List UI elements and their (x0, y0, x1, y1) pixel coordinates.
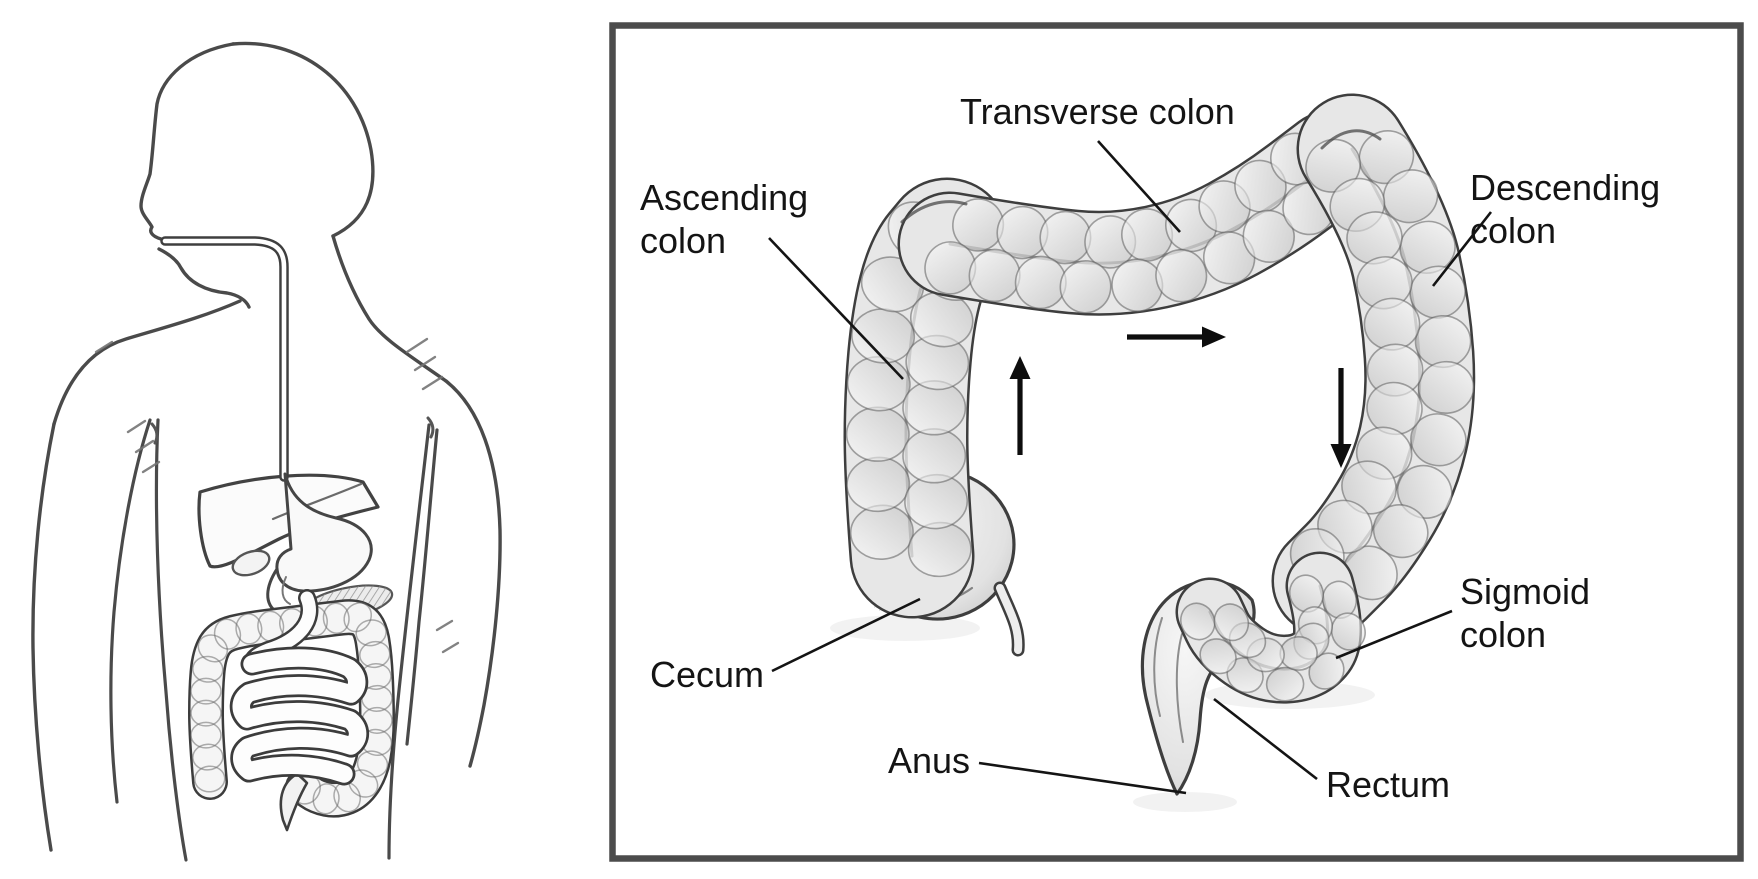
colon-drawing (830, 93, 1476, 812)
label-rectum: Rectum (1326, 764, 1451, 805)
label-ascending-colon: Ascending colon (640, 177, 809, 261)
leader-cecum (771, 597, 921, 673)
descending-colon-drawing (1271, 93, 1476, 637)
child-body-sketch (31, 41, 502, 862)
descending-flow-down-arrow (1330, 368, 1352, 468)
label-transverse-colon: Transverse colon (960, 91, 1235, 132)
small-intestine-sketch (229, 589, 370, 786)
rectum-tail-sketch (279, 772, 309, 832)
leader-ascending-colon (768, 237, 904, 380)
label-descending-colon: Descending colon (1470, 167, 1661, 251)
leader-transverse-colon (1097, 140, 1181, 233)
label-cecum: Cecum (650, 654, 765, 695)
stomach-sketch (275, 472, 373, 593)
label-anus: Anus (888, 740, 971, 781)
leader-rectum (1213, 697, 1318, 781)
panel-border (609, 22, 1744, 862)
transverse-colon-drawing (897, 110, 1383, 316)
ascending-flow-up-arrow (1009, 356, 1031, 455)
leader-descending-colon (1431, 211, 1493, 287)
leader-sigmoid-colon (1335, 609, 1453, 660)
appendix-drawing (993, 581, 1025, 657)
flow-arrows (1009, 326, 1352, 468)
gallbladder-sketch (231, 549, 271, 577)
large-intestine-sketch (188, 599, 395, 818)
leader-lines (768, 140, 1493, 795)
label-sigmoid-colon: Sigmoid colon (1460, 571, 1591, 655)
leader-anus (978, 761, 1187, 795)
sigmoid-colon-drawing (1175, 551, 1366, 704)
transverse-flow-right-arrow (1127, 326, 1226, 348)
